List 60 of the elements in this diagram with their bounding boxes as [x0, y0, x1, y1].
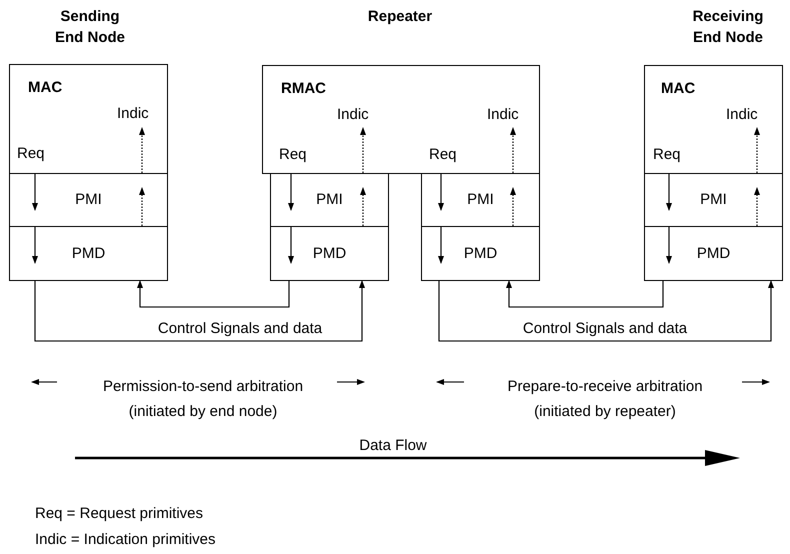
- arrow: [360, 127, 366, 173]
- layer-title: MAC: [661, 80, 696, 97]
- edge-label: Control Signals and data: [520, 320, 690, 337]
- primitive-label: Req: [279, 146, 307, 163]
- layer-title: RMAC: [281, 80, 326, 97]
- primitive-label: Indic: [117, 105, 149, 122]
- signal-line: [137, 280, 290, 308]
- primitive-label: Req: [653, 146, 681, 163]
- arrow: [288, 227, 294, 264]
- sublayer-box: [421, 226, 540, 281]
- sublayer-box: [9, 173, 168, 227]
- layer-title: MAC: [28, 79, 62, 96]
- primitive-label: Indic: [487, 106, 519, 123]
- signal-line: [438, 280, 774, 342]
- primitive-label: Req: [429, 146, 457, 163]
- arrow: [32, 174, 38, 211]
- layer-label: PMD: [696, 244, 730, 262]
- legend-note: Req = Request primitives: [35, 504, 203, 524]
- arrow: [666, 174, 672, 211]
- edge-label: Control Signals and data: [156, 320, 324, 337]
- arrow: [510, 187, 516, 226]
- arrow: [139, 187, 145, 226]
- primitive-label: Indic: [337, 106, 369, 123]
- sublayer-box: [644, 173, 783, 227]
- arrow: [438, 174, 444, 211]
- arbitration-label: Permission-to-send arbitration (initiated by end node): [102, 377, 304, 422]
- legend-note: Indic = Indication primitives: [35, 530, 216, 550]
- arrow: [666, 227, 672, 264]
- arrow: [510, 127, 516, 173]
- protocol-layer-box: [644, 65, 783, 174]
- sublayer-box: [9, 226, 168, 281]
- arrow: [139, 127, 145, 173]
- arbitration-label: Prepare-to-receive arbitration (initiated by repeater): [506, 377, 704, 422]
- primitive-label: Indic: [726, 106, 758, 123]
- signal-line: [34, 280, 365, 342]
- arrow: [360, 187, 366, 226]
- sublayer-box: [421, 173, 540, 227]
- layer-label: PMD: [464, 244, 498, 262]
- layer-label: PMD: [312, 244, 346, 262]
- node-heading: Receiving End Node: [692, 7, 764, 48]
- protocol-layer-box: [262, 65, 540, 174]
- layer-label: PMI: [700, 191, 727, 208]
- arrow: [754, 127, 760, 173]
- primitive-label: Req: [17, 145, 45, 162]
- signal-line: [506, 280, 664, 308]
- layer-label: PMI: [316, 191, 343, 208]
- arrow: [32, 227, 38, 264]
- sublayer-box: [270, 226, 389, 281]
- arrow: [754, 187, 760, 226]
- flow-label: Data Flow: [358, 436, 428, 456]
- node-heading: Sending End Node: [54, 7, 126, 48]
- layer-label: PMI: [467, 191, 494, 208]
- protocol-layer-box: [9, 64, 168, 174]
- layer-label: PMI: [75, 191, 102, 208]
- layer-label: PMD: [72, 244, 106, 262]
- sublayer-box: [644, 226, 783, 281]
- arrow: [438, 227, 444, 264]
- arrow: [288, 174, 294, 211]
- node-heading: Repeater: [366, 7, 434, 27]
- sublayer-box: [270, 173, 389, 227]
